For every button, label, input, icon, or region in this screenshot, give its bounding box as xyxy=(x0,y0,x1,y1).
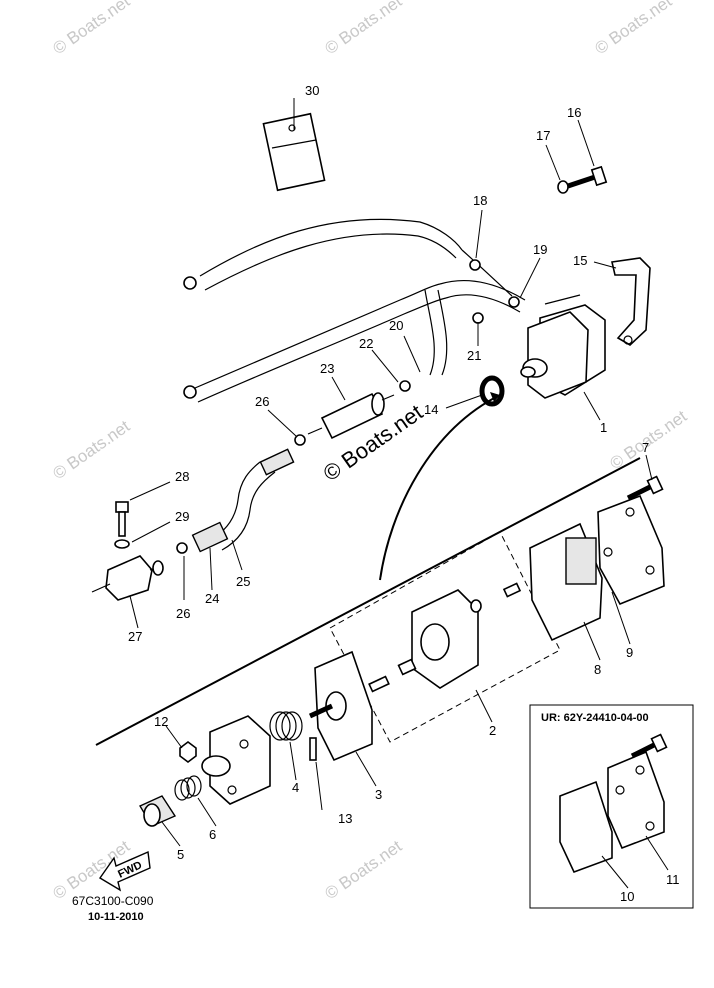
label-tag-30 xyxy=(262,112,326,192)
callouts: 30 16 17 18 19 15 20 22 21 23 14 1 26 28… xyxy=(128,83,680,904)
clip-22 xyxy=(399,380,411,392)
callout-15: 15 xyxy=(573,253,587,268)
callout-7: 7 xyxy=(642,440,649,455)
watermark-top-right: © Boats.net xyxy=(591,0,675,58)
callout-11: 11 xyxy=(666,872,680,887)
callout-10: 10 xyxy=(620,889,634,904)
callout-19: 19 xyxy=(533,242,547,257)
clip-left-lower xyxy=(183,385,197,399)
watermark-top-center: © Boats.net xyxy=(321,0,405,58)
inset-gasket-10 xyxy=(559,780,613,874)
hose-joint-24 xyxy=(191,521,229,553)
callout-24: 24 xyxy=(205,591,219,606)
pump-housing-lower xyxy=(201,715,271,805)
callout-25: 25 xyxy=(236,574,250,589)
drawing-code: 67C3100-C090 xyxy=(72,894,154,908)
callout-18: 18 xyxy=(473,193,487,208)
callout-22: 22 xyxy=(359,336,373,351)
spring-4 xyxy=(269,711,303,741)
callout-29: 29 xyxy=(175,509,189,524)
callout-13: 13 xyxy=(338,811,352,826)
callout-27: 27 xyxy=(128,629,142,644)
clip-left-upper xyxy=(183,276,197,290)
callout-9: 9 xyxy=(626,645,633,660)
callout-5: 5 xyxy=(177,847,184,862)
callout-3: 3 xyxy=(375,787,382,802)
screw-7 xyxy=(626,475,664,501)
callout-26-upper: 26 xyxy=(255,394,269,409)
inset-cover-11 xyxy=(607,750,665,850)
clip-19 xyxy=(508,296,520,308)
callout-23: 23 xyxy=(320,361,334,376)
watermark-mid-left: © Boats.net xyxy=(49,416,133,483)
inset-screw xyxy=(630,741,658,759)
washer-17 xyxy=(557,180,569,194)
sweep-arrow xyxy=(379,394,501,581)
bolt-16 xyxy=(567,165,608,189)
callout-4: 4 xyxy=(292,780,299,795)
spring-6 xyxy=(174,775,202,801)
washer-29 xyxy=(114,539,130,549)
callout-21: 21 xyxy=(467,348,481,363)
clip-26-upper xyxy=(294,434,306,446)
fuel-filter-23 xyxy=(307,392,395,440)
bolt-28 xyxy=(115,501,129,537)
callout-30: 30 xyxy=(305,83,319,98)
callout-26-lower: 26 xyxy=(176,606,190,621)
leader-lines xyxy=(129,98,669,889)
callout-8: 8 xyxy=(594,662,601,677)
clip-18 xyxy=(469,259,481,271)
pump-body-2 xyxy=(368,582,522,693)
fuel-hose-loop xyxy=(194,218,526,403)
sweep-arrow-head xyxy=(490,392,500,402)
callout-14: 14 xyxy=(424,402,438,417)
callout-2: 2 xyxy=(489,723,496,738)
watermark-bottom-center: © Boats.net xyxy=(321,836,405,903)
callout-16: 16 xyxy=(567,105,581,120)
inset-box: UR: 62Y-24410-04-00 xyxy=(529,704,694,909)
nut-12 xyxy=(179,741,197,763)
pin-13 xyxy=(309,737,317,761)
hose-clips xyxy=(176,259,520,554)
callout-12: 12 xyxy=(154,714,168,729)
hose-25 xyxy=(209,448,295,551)
clip-21 xyxy=(472,312,484,324)
callout-1: 1 xyxy=(600,420,607,435)
callout-28: 28 xyxy=(175,469,189,484)
cover-9 xyxy=(565,494,665,606)
callout-20: 20 xyxy=(389,318,403,333)
clip-26-lower xyxy=(176,542,188,554)
drawing-date: 10-11-2010 xyxy=(88,911,144,923)
cap-5 xyxy=(138,795,177,827)
watermark-top-left: © Boats.net xyxy=(49,0,133,58)
diaphragm-3 xyxy=(308,650,373,762)
callout-17: 17 xyxy=(536,128,550,143)
inset-title: UR: 62Y-24410-04-00 xyxy=(541,712,649,724)
bracket-15 xyxy=(611,257,651,346)
divider-line xyxy=(95,457,641,746)
fwd-label: FWD xyxy=(116,859,144,880)
fitting-27 xyxy=(91,555,164,601)
o-ring-14 xyxy=(479,375,505,407)
fuel-pump-1 xyxy=(520,294,606,399)
callout-6: 6 xyxy=(209,827,216,842)
